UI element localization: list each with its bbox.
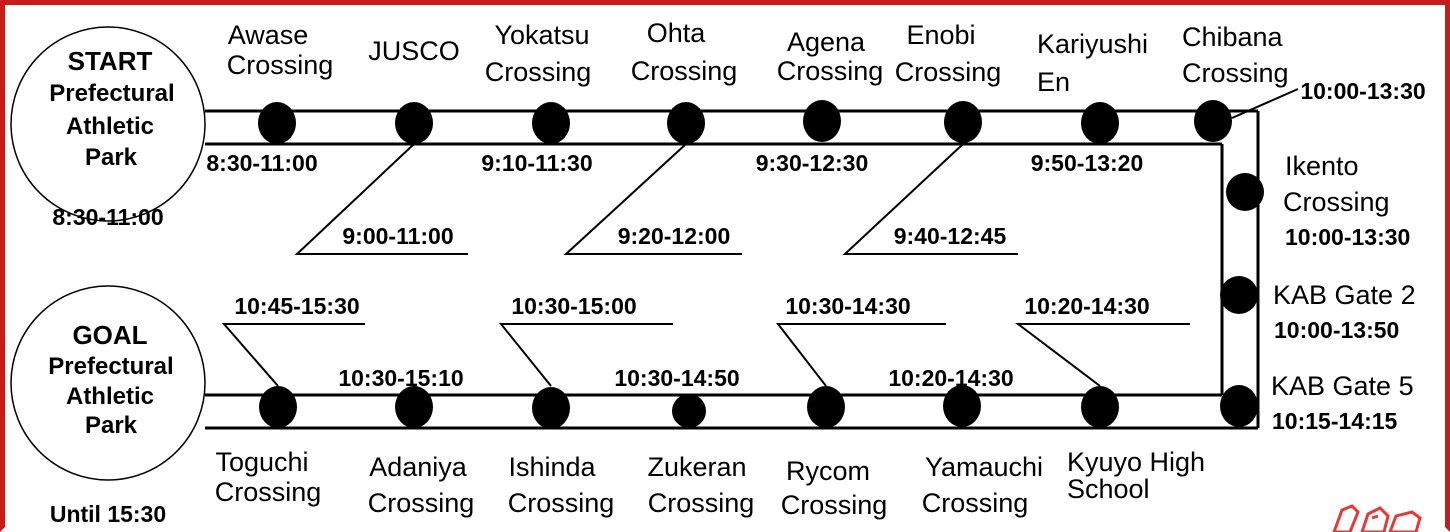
station-name-rycom-2: Crossing — [781, 490, 888, 520]
top-callout-lines — [294, 88, 1299, 255]
start-title: START — [68, 46, 153, 76]
time-agena: 9:30-12:30 — [756, 150, 869, 176]
station-name-rycom-1: Rycom — [786, 456, 870, 486]
start-time: 8:30-11:00 — [52, 204, 163, 230]
callout-ishinda: 10:30-15:00 — [511, 293, 636, 319]
time-awase: 8:30-11:00 — [206, 150, 317, 176]
goal-line-3: Park — [85, 412, 138, 439]
time-zukeran: 10:30-14:50 — [614, 365, 739, 391]
time-kab5: 10:15-14:15 — [1272, 408, 1398, 434]
start-node: START Prefectural Athletic Park 8:30-11:… — [10, 26, 206, 230]
station-dot-zukeran — [672, 394, 706, 428]
station-name-ishinda-2: Crossing — [508, 488, 615, 518]
station-dot-ishinda — [532, 387, 570, 429]
top-station-dots — [258, 100, 1232, 144]
station-dot-jusco — [395, 102, 433, 144]
callout-ohta: 9:20-12:00 — [618, 223, 731, 249]
station-dot-enobi — [944, 101, 982, 143]
station-dot-kyuyo — [1081, 386, 1119, 428]
station-name-adaniya-1: Adaniya — [369, 452, 468, 482]
station-name-awase-1: Awase — [228, 20, 309, 50]
time-adaniya: 10:30-15:10 — [338, 365, 463, 391]
goal-title: GOAL — [72, 320, 147, 350]
station-name-awase-2: Crossing — [227, 50, 334, 80]
station-dot-ikento — [1226, 173, 1264, 211]
station-name-kyuyo-2: School — [1067, 474, 1150, 504]
station-name-kariyushi-2: En — [1037, 67, 1070, 97]
station-name-ikento-2: Crossing — [1283, 187, 1390, 217]
station-dot-ohta — [667, 102, 705, 144]
station-name-chibana-2: Crossing — [1182, 58, 1289, 88]
top-station-names: Awase Crossing JUSCO Yokatsu Crossing Oh… — [227, 18, 1289, 97]
time-chibana: 10:00-13:30 — [1300, 78, 1425, 104]
station-dot-adaniya — [395, 386, 433, 428]
station-name-ohta-2: Crossing — [631, 56, 738, 86]
station-name-yamauchi-2: Crossing — [922, 488, 1029, 518]
station-name-enobi-1: Enobi — [906, 20, 975, 50]
bottom-times: 10:45-15:30 10:30-15:00 10:30-14:30 10:2… — [234, 293, 1149, 391]
route-track — [205, 109, 1260, 430]
station-name-enobi-2: Crossing — [895, 57, 1002, 87]
corner-logo — [1332, 504, 1422, 532]
time-kariyushi: 9:50-13:20 — [1031, 150, 1144, 176]
station-name-ohta-1: Ohta — [647, 18, 707, 48]
station-name-yokatsu-1: Yokatsu — [494, 20, 589, 50]
station-dot-kab2 — [1220, 276, 1258, 314]
top-times: 8:30-11:00 9:10-11:30 9:30-12:30 9:50-13… — [206, 78, 1425, 249]
right-station-dots — [1220, 173, 1264, 427]
station-name-yamauchi-1: Yamauchi — [925, 452, 1043, 482]
bottom-callout-lines — [221, 323, 1190, 387]
bottom-station-names: Toguchi Crossing Adaniya Crossing Ishind… — [215, 447, 1205, 520]
station-dot-toguchi — [259, 386, 297, 428]
station-name-zukeran-2: Crossing — [648, 488, 755, 518]
callout-toguchi: 10:45-15:30 — [234, 293, 359, 319]
station-dot-chibana — [1194, 100, 1232, 142]
station-dot-rycom — [807, 386, 845, 428]
station-name-toguchi-2: Crossing — [215, 477, 322, 507]
station-name-agena-2: Crossing — [777, 56, 884, 86]
start-line-2: Athletic — [66, 113, 154, 140]
time-yamauchi: 10:20-14:30 — [888, 365, 1013, 391]
time-yokatsu: 9:10-11:30 — [481, 150, 592, 176]
station-name-zukeran-1: Zukeran — [647, 452, 746, 482]
right-station-labels: Ikento Crossing 10:00-13:30 KAB Gate 2 1… — [1271, 151, 1416, 434]
station-dot-agena — [803, 100, 841, 142]
time-kab2: 10:00-13:50 — [1274, 317, 1399, 343]
start-line-1: Prefectural — [49, 80, 174, 107]
station-name-kab2: KAB Gate 2 — [1273, 280, 1416, 310]
callout-enobi: 9:40-12:45 — [894, 223, 1007, 249]
station-name-toguchi-1: Toguchi — [215, 447, 308, 477]
goal-line-2: Athletic — [66, 383, 154, 410]
station-name-kyuyo-1: Kyuyo High — [1067, 447, 1205, 477]
station-name-ishinda-1: Ishinda — [508, 452, 596, 482]
station-dot-yokatsu — [532, 102, 570, 144]
callout-jusco: 9:00-11:00 — [342, 223, 453, 249]
callout-kyuyo: 10:20-14:30 — [1024, 293, 1149, 319]
callout-rycom: 10:30-14:30 — [785, 293, 910, 319]
station-name-ikento-1: Ikento — [1285, 151, 1359, 181]
bottom-station-dots — [259, 385, 1119, 429]
start-line-3: Park — [85, 144, 138, 171]
station-name-kariyushi-1: Kariyushi — [1037, 29, 1148, 59]
station-name-adaniya-2: Crossing — [368, 488, 475, 518]
station-dot-yamauchi — [943, 385, 981, 427]
goal-node: GOAL Prefectural Athletic Park Until 15:… — [10, 285, 206, 527]
station-name-yokatsu-2: Crossing — [485, 57, 592, 87]
station-name-chibana-1: Chibana — [1182, 22, 1284, 52]
station-dot-awase — [258, 102, 296, 144]
station-dot-kab5 — [1220, 385, 1258, 427]
station-dot-kariyushi — [1081, 102, 1119, 144]
station-name-kab5: KAB Gate 5 — [1271, 371, 1414, 401]
goal-line-1: Prefectural — [48, 353, 173, 380]
station-name-jusco: JUSCO — [368, 36, 460, 66]
station-name-agena-1: Agena — [787, 27, 866, 57]
goal-time: Until 15:30 — [50, 501, 166, 527]
time-ikento: 10:00-13:30 — [1285, 224, 1410, 250]
